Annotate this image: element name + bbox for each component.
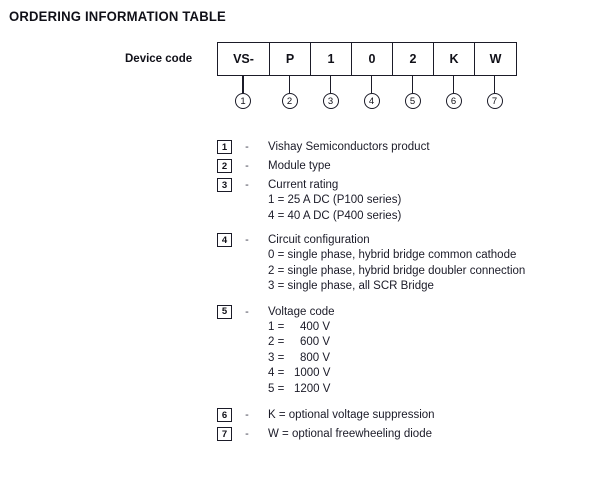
legend-subitem-3-1: 1 = 25 A DC (P100 series) [268, 194, 402, 206]
callout-circle-4: 4 [363, 93, 380, 109]
device-code-cell-5: 2 [393, 43, 434, 75]
legend-row-3: 3 - Current rating 1 = 25 A DC (P100 series… [217, 177, 613, 224]
legend-voltage-value-5: 1200 V [294, 382, 331, 395]
legend-row-5: 5- Voltage code 1 = 400 V 2 = 600 V 3 = 800 V 4 … [217, 304, 613, 398]
legend-number-box-5: 5 [217, 304, 232, 319]
callout-leader-line-3 [329, 76, 332, 93]
device-code-cell-7: W [489, 52, 502, 66]
legend-voltage-value-4: 1000 V [294, 367, 331, 379]
callout-leader-line-4 [370, 76, 373, 93]
legend-body-6: K = optional voltage suppression [262, 407, 613, 423]
callout-leader-line-2 [288, 76, 291, 93]
legend-voltage-key-4: 4 = [268, 367, 285, 379]
legend-voltage-key-3: 3 = [268, 351, 285, 364]
legend-voltage-key-5: 5 = [268, 382, 285, 395]
legend-row-6: 6 - K = optional voltage suppression [217, 407, 613, 423]
callout-circle-2: 2 [281, 93, 298, 109]
callout-leader-line-1 [242, 76, 244, 93]
legend-dash-1: - [245, 141, 249, 153]
legend-row-4: 4 - Circuit configuration 0 = single phase,… [217, 232, 613, 295]
callout-leader-line-6 [452, 76, 455, 93]
legend-dash-5: - [245, 305, 249, 318]
legend-title-3: Current rating [268, 179, 339, 191]
legend-voltage-row-4: 4 = 1000 V [268, 366, 613, 382]
callout-leader-line-7 [493, 76, 496, 93]
legend-voltage-key-2: 2 = [268, 336, 285, 348]
device-code-cell-1: VS- [218, 43, 270, 75]
callout-circle-7: 7 [486, 93, 503, 109]
legend-subitem-4-1: 0 = single phase, hybrid bridge common c… [268, 249, 517, 261]
device-code-cell-2: P [270, 43, 311, 75]
legend-number-box-3: 3 [217, 178, 232, 192]
legend-row-7: 7 - W = optional freewheeling diode [217, 426, 613, 442]
device-code-cell-3: 1 [311, 43, 352, 75]
device-code-label: Device code [125, 53, 193, 65]
callout-leader-line-5 [411, 76, 414, 93]
legend-body-2: Module type [262, 158, 613, 174]
callout-circle-6: 6 [445, 93, 462, 109]
legend-title-1: Vishay Semiconductors product [268, 141, 430, 153]
legend-voltage-row-1: 1 = 400 V [268, 320, 613, 336]
legend-voltage-value-3: 800 V [299, 351, 330, 364]
legend-voltage-row-2: 2 = 600 V [268, 335, 613, 351]
ordering-legend-list: 1 - Vishay Semiconductors product 2 - Module … [217, 139, 613, 444]
legend-body-3: Current rating 1 = 25 A DC (P100 series) 4… [262, 177, 613, 224]
legend-dash-6: - [245, 409, 249, 421]
legend-dash-4: - [245, 234, 249, 246]
legend-body-4: Circuit configuration 0 = single phase, h… [262, 232, 613, 295]
callout-circle-5: 5 [404, 93, 421, 109]
legend-body-5: Voltage code 1 = 400 V 2 = 600 V 3 = 800 V 4 = 1… [262, 304, 613, 398]
legend-subitem-4-2: 2 = single phase, hybrid bridge doubler … [268, 264, 526, 277]
legend-voltage-key-1: 1 = [268, 320, 285, 333]
callout-circle-3: 3 [322, 93, 339, 109]
legend-number-box-4: 4 [217, 233, 232, 247]
legend-subitem-3-2: 4 = 40 A DC (P400 series) [268, 209, 402, 222]
page-title: ORDERING INFORMATION TABLE [9, 9, 226, 24]
legend-row-1: 1 - Vishay Semiconductors product [217, 139, 613, 155]
legend-dash-2: - [245, 160, 249, 172]
legend-body-7: W = optional freewheeling diode [262, 426, 613, 442]
legend-title-5: Voltage code [268, 305, 335, 318]
legend-dash-7: - [245, 428, 249, 440]
legend-subitem-4-3: 3 = single phase, all SCR Bridge [268, 280, 434, 292]
legend-title-4: Circuit configuration [268, 234, 370, 246]
legend-title-6: K = optional voltage suppression [268, 409, 435, 421]
legend-title-2: Module type [268, 160, 331, 172]
legend-voltage-value-2: 600 V [299, 336, 330, 348]
device-code-cell-4: 0 [352, 43, 393, 75]
legend-number-box-6: 6 [217, 408, 232, 422]
legend-body-1: Vishay Semiconductors product [262, 139, 613, 155]
legend-number-box-7: 7 [217, 427, 232, 441]
legend-number-box-2: 2 [217, 159, 232, 173]
legend-voltage-row-5: 5 = 1200 V [268, 382, 613, 398]
callout-circle-1: 1 [235, 93, 251, 109]
legend-voltage-row-3: 3 = 800 V [268, 351, 613, 367]
legend-dash-3: - [245, 179, 249, 191]
device-code-cell-6: K [434, 43, 475, 75]
legend-number-box-1: 1 [217, 140, 232, 154]
legend-voltage-value-1: 400 V [299, 320, 330, 333]
legend-title-7: W = optional freewheeling diode [268, 428, 432, 440]
legend-row-2: 2 - Module type [217, 158, 613, 174]
